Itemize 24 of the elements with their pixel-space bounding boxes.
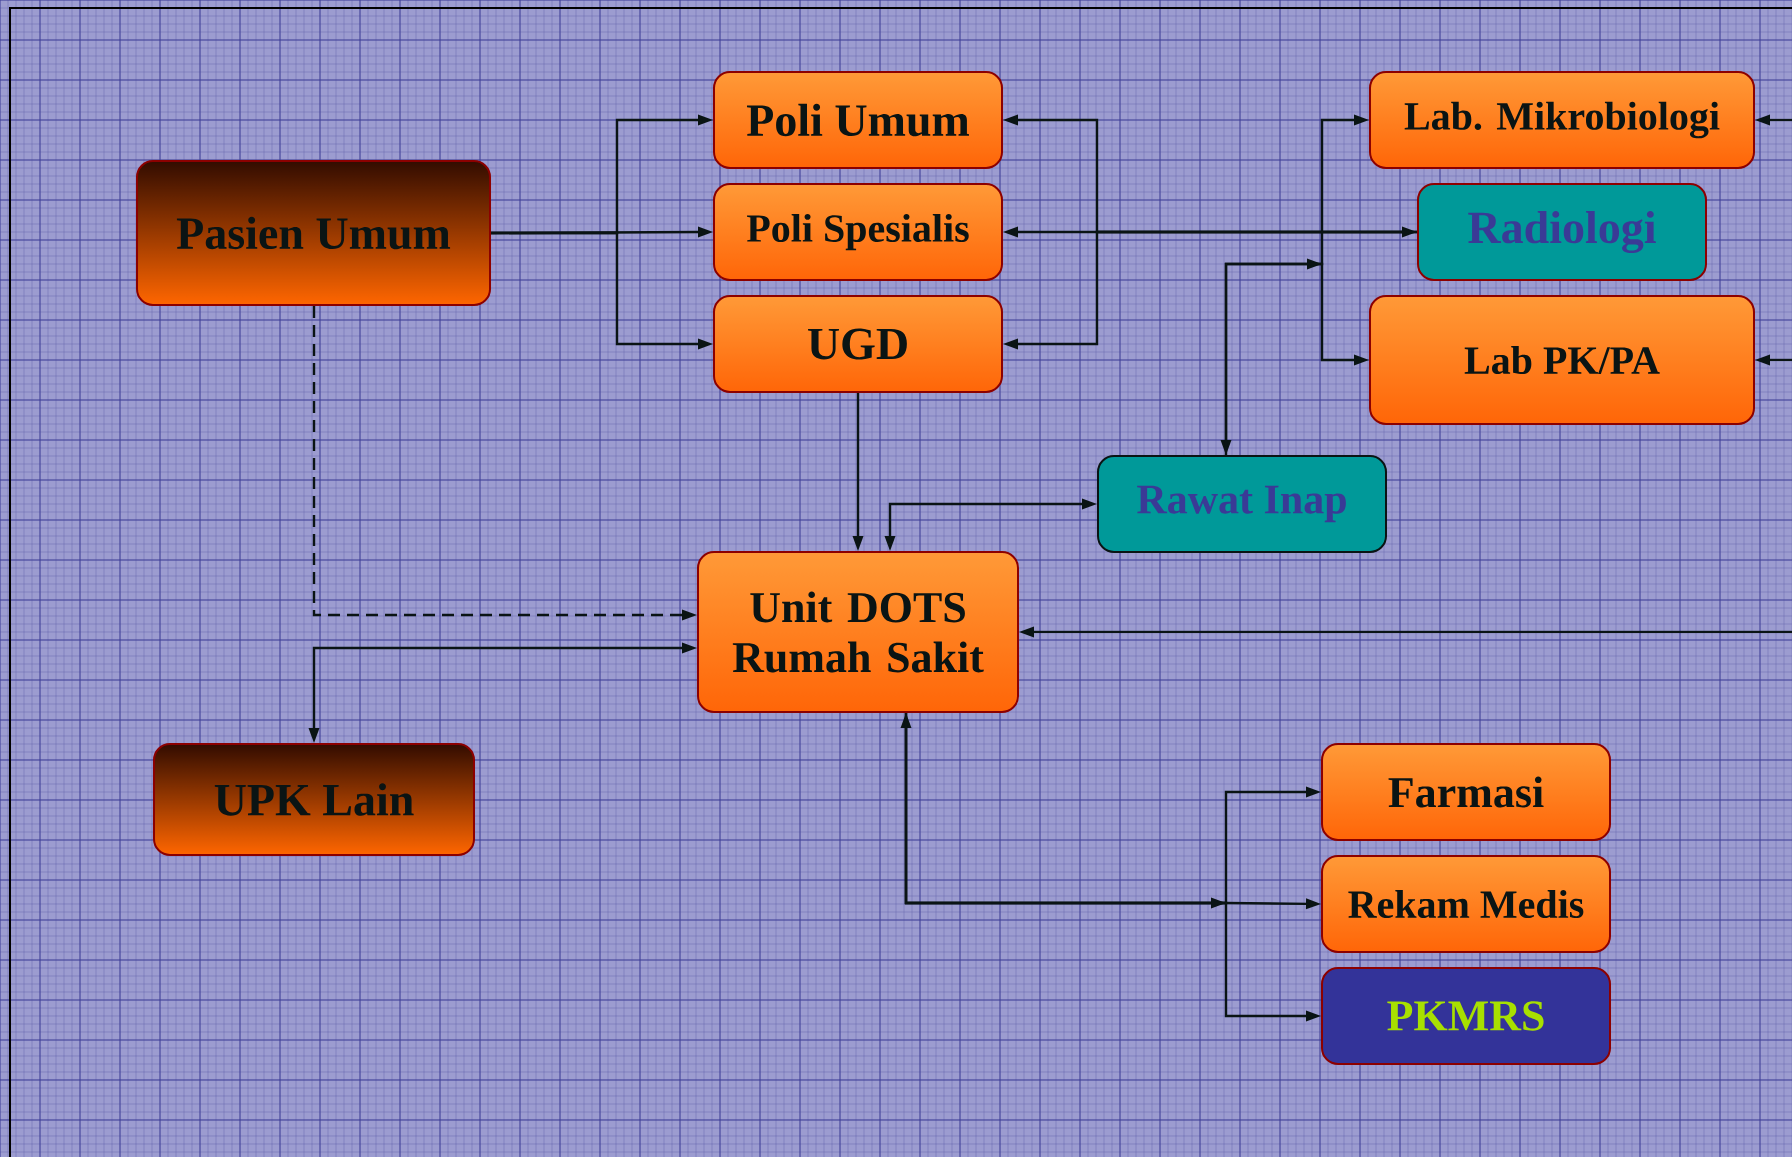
arrow: [1224, 262, 1369, 455]
process-box: UPK Lain: [153, 743, 475, 856]
arrow: [852, 393, 864, 551]
process-box: Poli Spesialis: [713, 183, 1003, 281]
arrow: [1755, 114, 1792, 126]
arrow: [1003, 230, 1417, 350]
arrow: [1019, 626, 1792, 638]
process-box: Unit DOTS Rumah Sakit: [697, 551, 1019, 713]
process-box: Radiologi: [1417, 183, 1707, 281]
process-box: Lab PK/PA: [1369, 295, 1755, 425]
arrow: [312, 306, 697, 621]
process-box: Pasien Umum: [136, 160, 491, 306]
process-box: Lab. Mikrobiologi: [1369, 71, 1755, 169]
arrow: [491, 231, 713, 350]
process-box: Farmasi: [1321, 743, 1611, 841]
arrow: [308, 642, 697, 743]
process-box: PKMRS: [1321, 967, 1611, 1065]
arrow: [904, 713, 1321, 1022]
process-box: UGD: [713, 295, 1003, 393]
process-box: Rekam Medis: [1321, 855, 1611, 953]
process-box: Rawat Inap: [1097, 455, 1387, 553]
process-box: Poli Umum: [713, 71, 1003, 169]
arrow: [884, 498, 1097, 551]
arrow: [1755, 354, 1792, 366]
